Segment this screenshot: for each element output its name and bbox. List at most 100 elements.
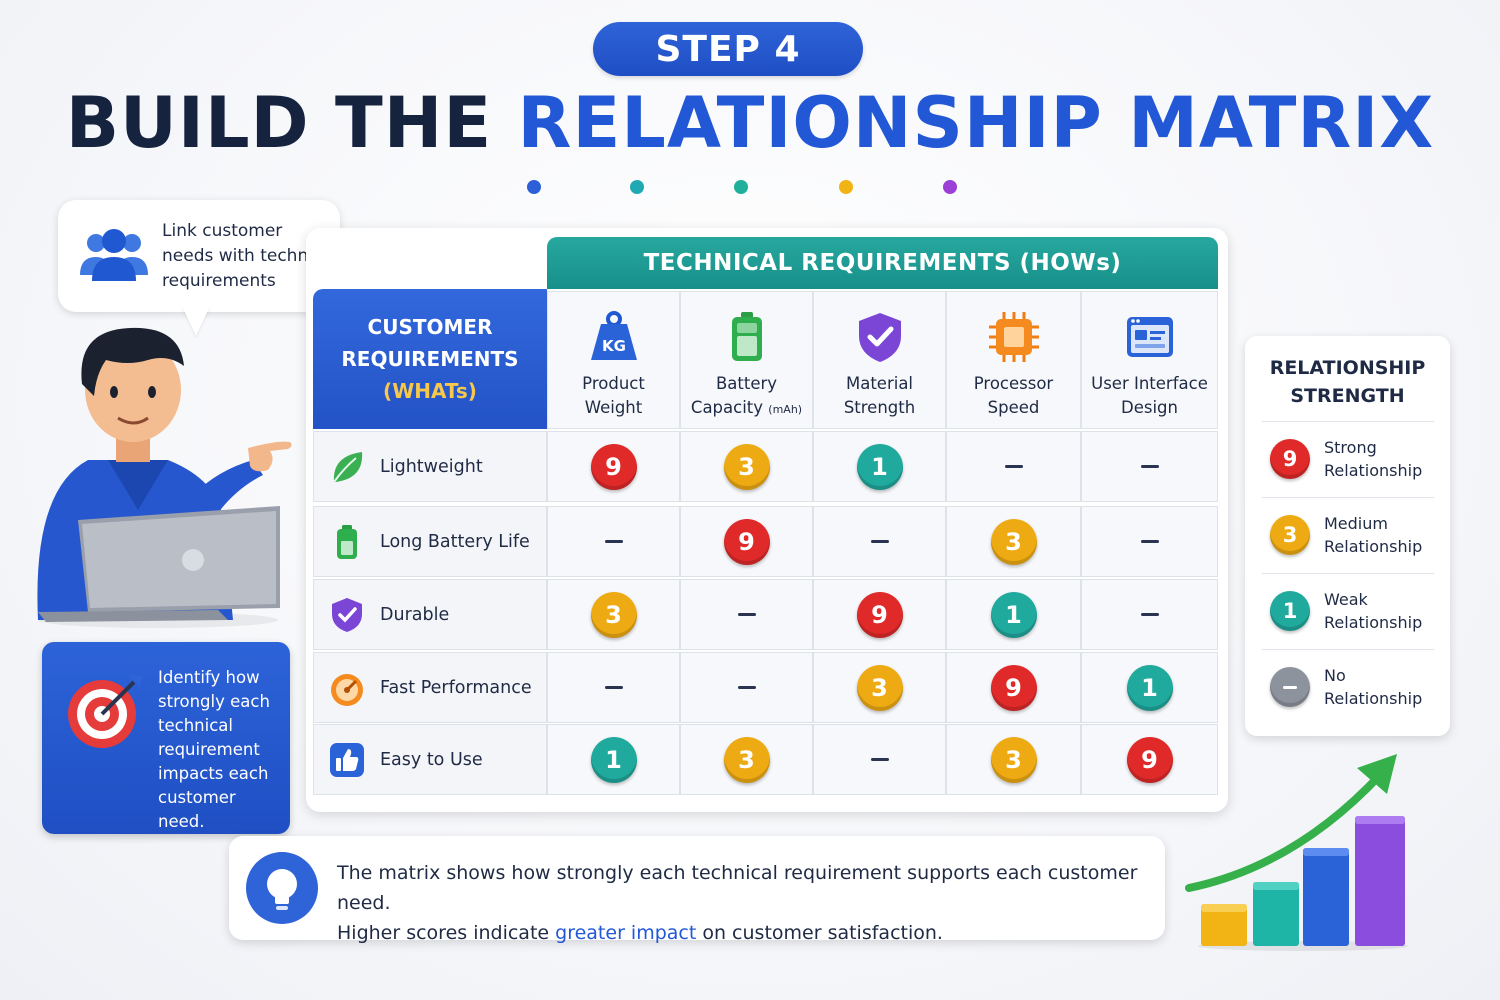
- instruction-card: Identify how strongly each technical req…: [42, 642, 290, 834]
- whats-title-line: REQUIREMENTS: [341, 347, 519, 371]
- matrix-cell: 9: [547, 431, 680, 502]
- legend-marker: 9: [1270, 439, 1310, 479]
- thumbs-up-icon: [330, 742, 364, 777]
- bubble-tail: [182, 306, 210, 336]
- growth-bars-icon: [1185, 754, 1408, 951]
- customer-requirements-header: CUSTOMER REQUIREMENTS (WHATs): [313, 289, 547, 429]
- matrix-cell: 3: [547, 579, 680, 650]
- matrix-cell: [813, 506, 946, 577]
- column-label-line: Capacity: [690, 398, 769, 417]
- row-label-text: Easy to Use: [380, 749, 483, 770]
- column-label-line: User Interface: [1091, 374, 1208, 393]
- note-highlight: greater impact: [555, 922, 697, 944]
- score-marker: [1004, 465, 1023, 468]
- column-header-battery-capacity: Battery Capacity (mAh): [680, 291, 813, 429]
- whats-title-line: (WHATs): [383, 379, 477, 403]
- legend-marker: 1: [1270, 591, 1310, 631]
- progress-dots-decoration: [527, 180, 957, 194]
- legend-text: Relationship: [1324, 461, 1423, 480]
- score-marker: [1140, 540, 1159, 543]
- legend-title-line: STRENGTH: [1290, 385, 1405, 407]
- page-title: BUILD THE RELATIONSHIP MATRIX: [0, 80, 1500, 166]
- row-label-long-battery-life: Long Battery Life: [313, 506, 547, 577]
- column-label-line: Design: [1121, 398, 1178, 417]
- matrix-cell: [946, 431, 1081, 502]
- score-marker: [870, 758, 889, 761]
- legend-text: Strong: [1324, 438, 1377, 457]
- hows-title: TECHNICAL REQUIREMENTS (HOWs): [643, 250, 1122, 276]
- legend-text: No: [1324, 666, 1346, 685]
- row-label-text: Long Battery Life: [380, 531, 530, 552]
- person-with-laptop-illustration: [37, 327, 292, 628]
- score-marker: [1140, 613, 1159, 616]
- card-line: technical: [158, 716, 233, 735]
- score-marker: 9: [723, 518, 770, 565]
- cpu-chip-icon: [988, 312, 1039, 362]
- row-label-easy-to-use: Easy to Use: [313, 724, 547, 795]
- score-marker: [870, 540, 889, 543]
- legend-title: RELATIONSHIP STRENGTH: [1245, 354, 1450, 410]
- score-marker: 3: [856, 664, 903, 711]
- row-label-text: Durable: [380, 604, 450, 625]
- kg-weight-icon: KG: [590, 311, 637, 360]
- column-header-product-weight: KG Product Weight: [547, 291, 680, 429]
- matrix-cell: 9: [813, 579, 946, 650]
- card-line: strongly each: [158, 692, 270, 711]
- matrix-cell: [1081, 506, 1218, 577]
- score-marker: 3: [990, 518, 1037, 565]
- shield-check-icon: [332, 597, 362, 632]
- matrix-cell: 1: [946, 579, 1081, 650]
- target-icon: [68, 674, 142, 748]
- lightbulb-icon: [246, 852, 318, 924]
- step-label: STEP 4: [655, 28, 801, 70]
- note-line2-start: Higher scores indicate: [337, 922, 556, 944]
- score-marker: [737, 686, 756, 689]
- dash-mark: [1283, 685, 1297, 689]
- score-marker: 1: [856, 443, 903, 490]
- battery-icon: [731, 312, 762, 361]
- legend-text: Relationship: [1324, 613, 1423, 632]
- card-line: requirement: [158, 740, 260, 759]
- column-header-material-strength: Material Strength: [813, 291, 946, 429]
- score-marker: [604, 686, 623, 689]
- score-marker: 9: [990, 664, 1037, 711]
- column-label-line: Speed: [987, 398, 1040, 417]
- leaf-icon: [333, 451, 363, 483]
- score-marker: 3: [590, 591, 637, 638]
- legend-text: Medium: [1324, 514, 1388, 533]
- step-badge: STEP 4: [593, 22, 863, 76]
- matrix-cell: 3: [680, 431, 813, 502]
- matrix-cell: 1: [813, 431, 946, 502]
- bubble-line: Link customer: [162, 220, 283, 241]
- column-label-line: Strength: [843, 398, 916, 417]
- score-marker: [1140, 465, 1159, 468]
- matrix-cell: 3: [813, 652, 946, 723]
- score-marker: [737, 613, 756, 616]
- matrix-cell: [1081, 579, 1218, 650]
- bubble-line: needs with technical: [162, 245, 338, 266]
- title-part1: BUILD THE: [65, 82, 518, 164]
- row-label-fast-performance: Fast Performance: [313, 652, 547, 723]
- score-marker: [604, 540, 623, 543]
- title-part2: RELATIONSHIP MATRIX: [517, 82, 1435, 164]
- whats-title-line: CUSTOMER: [367, 315, 493, 339]
- score-marker: 3: [990, 736, 1037, 783]
- row-label-lightweight: Lightweight: [313, 431, 547, 502]
- matrix-cell: [680, 579, 813, 650]
- score-marker: 3: [723, 736, 770, 783]
- row-label-durable: Durable: [313, 579, 547, 650]
- column-label-line: Weight: [584, 398, 643, 417]
- matrix-cell: [547, 506, 680, 577]
- intro-speech-bubble: Link customer needs with technical requi…: [58, 200, 340, 312]
- technical-requirements-header: TECHNICAL REQUIREMENTS (HOWs): [547, 237, 1218, 289]
- matrix-cell: [680, 652, 813, 723]
- card-line: impacts each: [158, 764, 269, 783]
- card-line: customer need.: [158, 788, 236, 831]
- legend-text: Relationship: [1324, 689, 1423, 708]
- bubble-line: requirements: [162, 270, 276, 291]
- note-line1: The matrix shows how strongly each techn…: [337, 862, 1138, 914]
- column-label-line: Material: [845, 374, 914, 393]
- speedometer-icon: [331, 673, 363, 706]
